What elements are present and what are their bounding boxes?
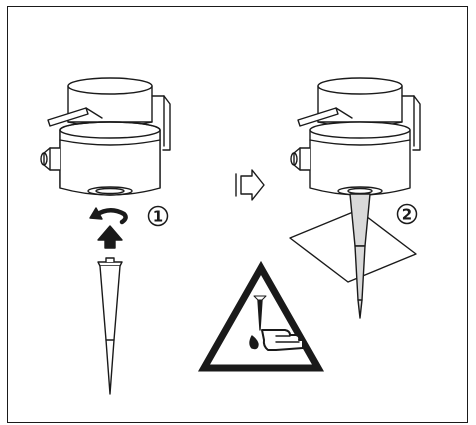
dispenser-head-right (290, 77, 421, 196)
level-plane (289, 209, 417, 283)
step-2-number: 2 (402, 206, 412, 224)
double-arrow-right-icon (235, 169, 265, 201)
pipette-tip-left (97, 257, 123, 395)
step-2-marker: 2 (396, 203, 418, 225)
pipette-tip-attached (347, 187, 373, 319)
dispenser-head-left (40, 77, 171, 196)
push-up-arrow-icon (97, 225, 123, 249)
rotate-arrow-icon (89, 207, 128, 225)
hand-drip-warning-icon (197, 260, 325, 372)
step-1-marker: 1 (147, 205, 169, 227)
step-1-number: 1 (153, 208, 163, 226)
